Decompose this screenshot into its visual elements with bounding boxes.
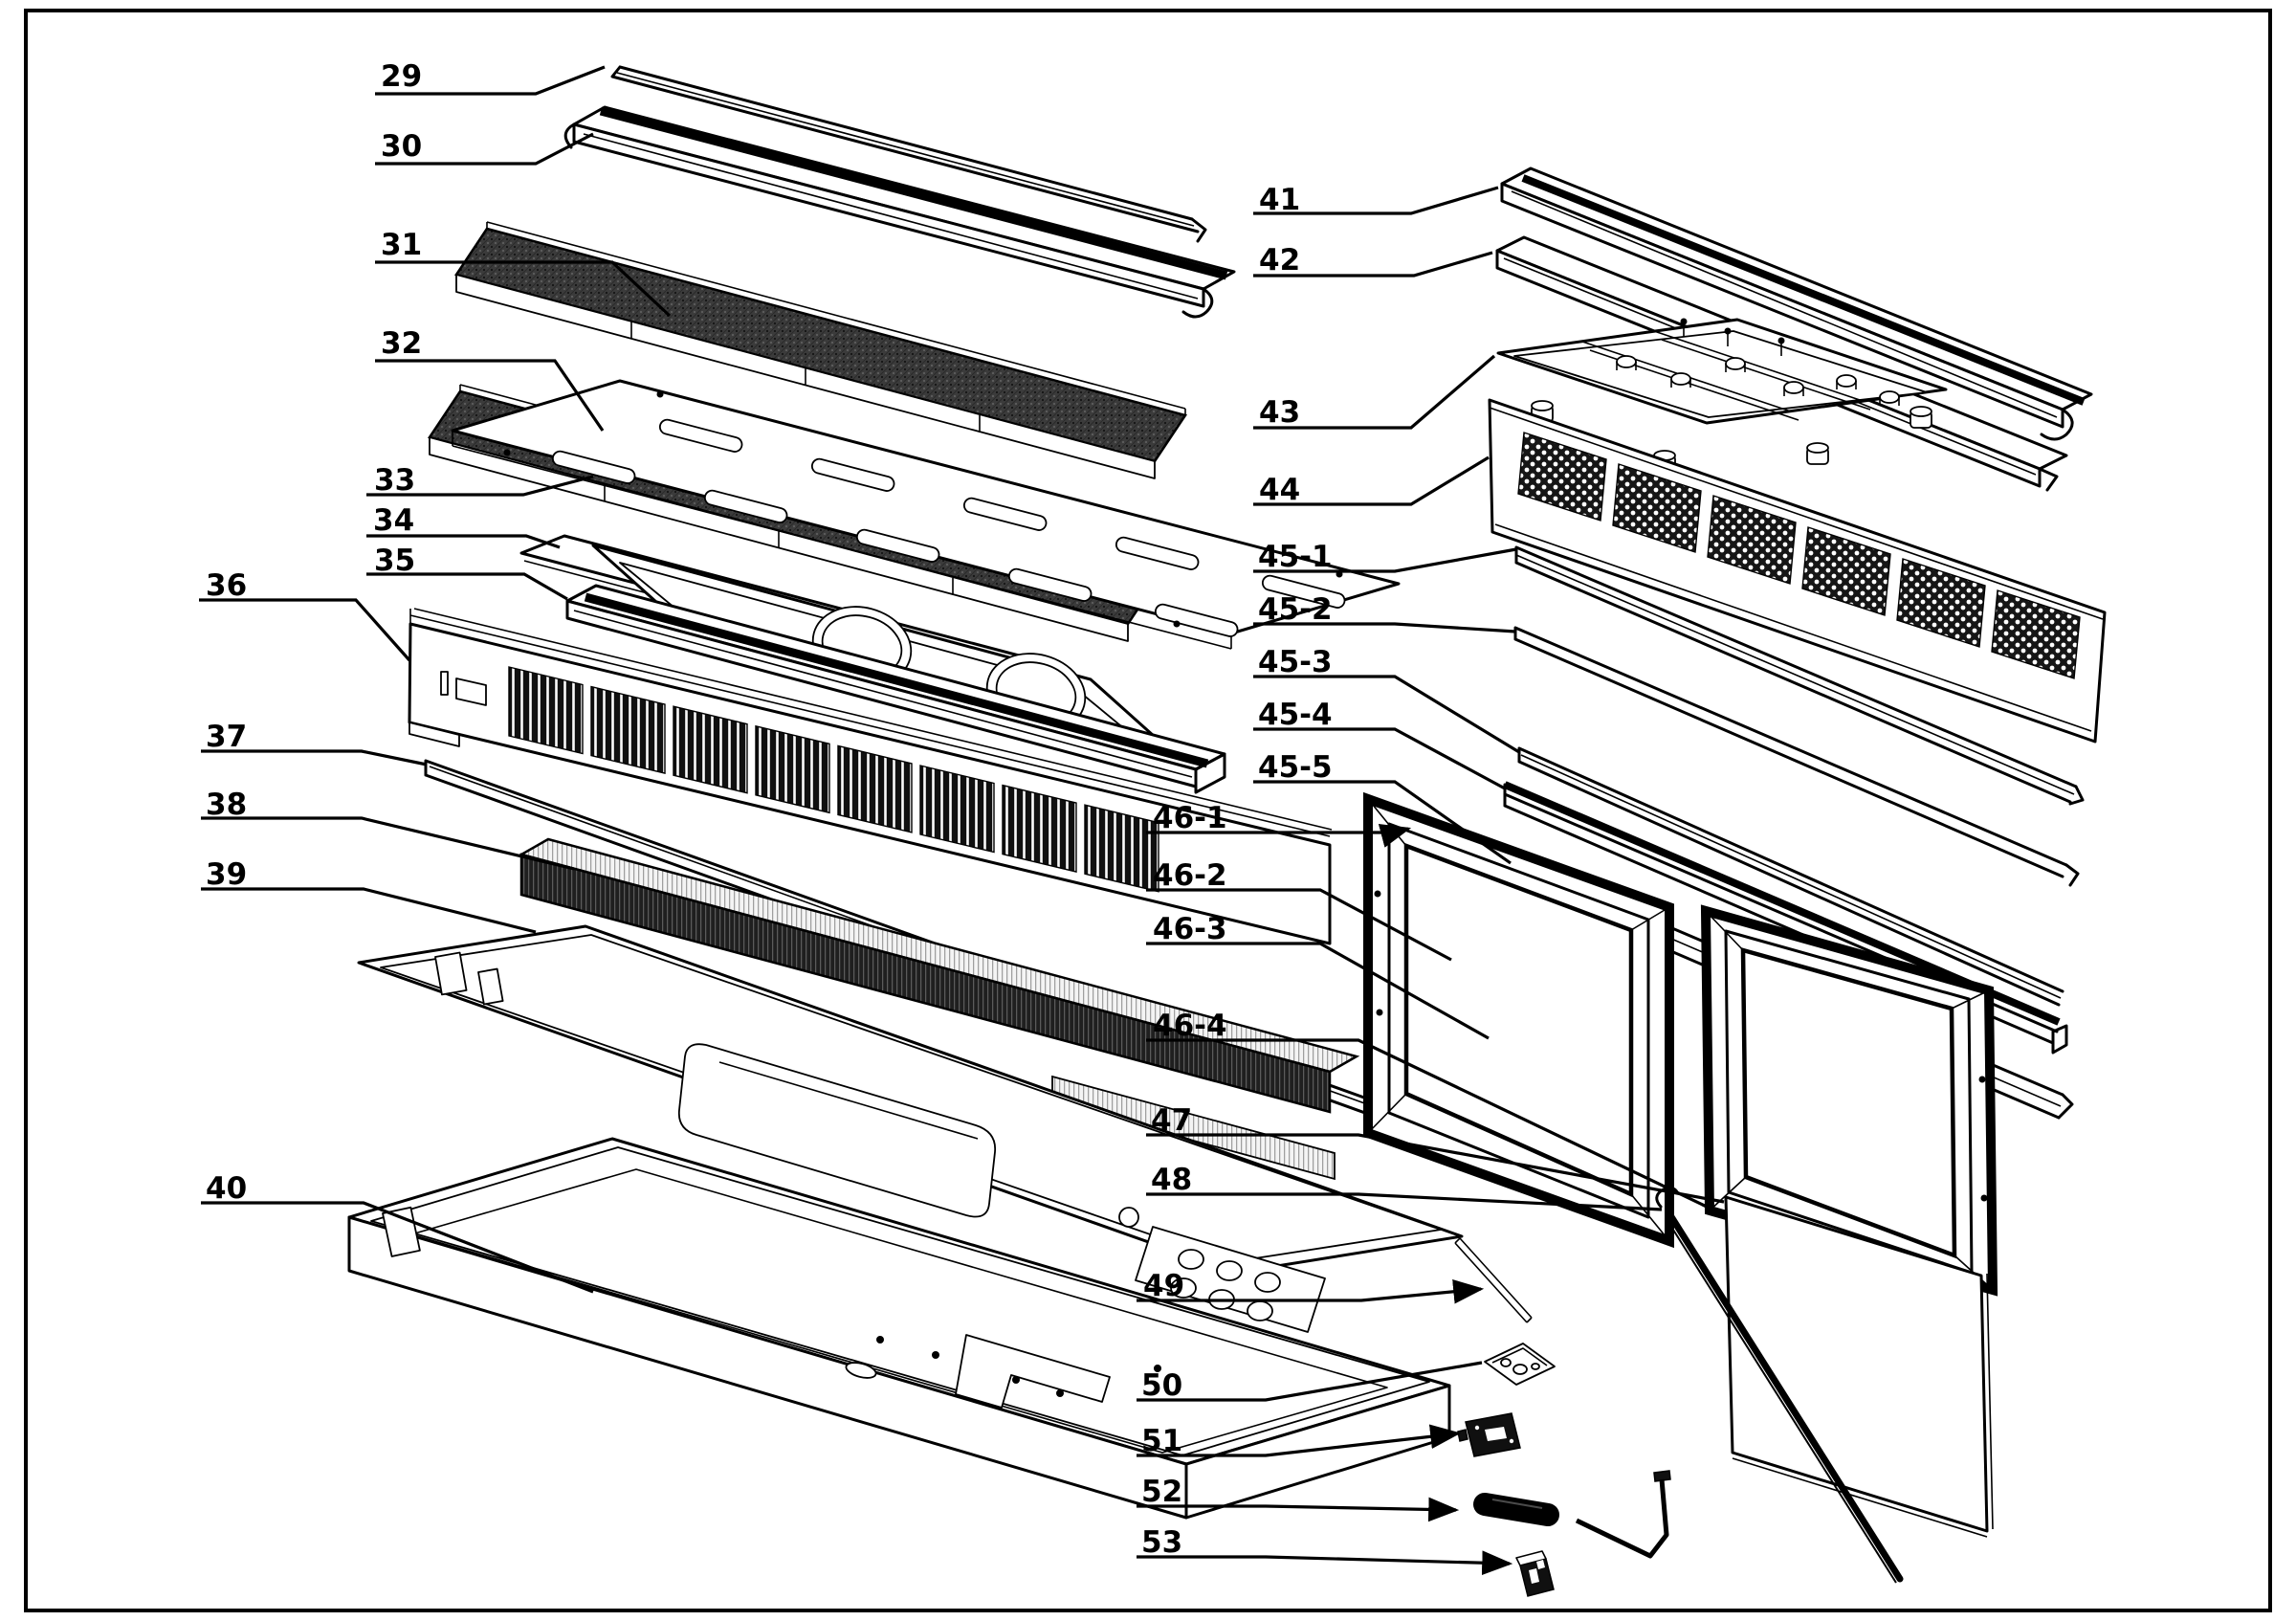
- part-label-33: 33: [374, 463, 415, 498]
- part-44-perforated-panel: [1488, 398, 2107, 744]
- part-39-tray-frame: [357, 924, 1464, 1333]
- leader-36: [199, 598, 411, 662]
- leader-39: [201, 887, 537, 934]
- tray-dome-cover: [677, 1043, 997, 1218]
- leader-53: [1137, 1550, 1513, 1576]
- part-53-connector: [1515, 1550, 1555, 1597]
- leader-43: [1253, 354, 1496, 430]
- part-label-30: 30: [381, 129, 422, 164]
- part-label-41: 41: [1259, 183, 1300, 217]
- part-label-34: 34: [373, 503, 414, 538]
- leader-30: [375, 132, 594, 166]
- panel-display-window: [455, 677, 487, 706]
- leader-48: [1146, 1192, 1663, 1211]
- part-label-43: 43: [1259, 395, 1300, 430]
- part-label-46-1: 46-1: [1153, 801, 1227, 835]
- leader-47: [1146, 1133, 1725, 1204]
- part-label-52: 52: [1141, 1475, 1182, 1509]
- part-label-50: 50: [1141, 1368, 1182, 1403]
- part-36-front-panel: [408, 608, 1333, 945]
- leader-52: [1137, 1497, 1460, 1522]
- figure-border: [24, 9, 2272, 1612]
- part-label-29: 29: [381, 59, 422, 94]
- part-52-igniter-tube: [1473, 1470, 1671, 1559]
- leader-46-1: [1146, 824, 1412, 848]
- labels-and-leaders: 29 30 31 32 33 34 35 36 37 38 39 40 41 4…: [199, 59, 1725, 1576]
- part-label-35: 35: [374, 544, 415, 578]
- leader-45-2: [1253, 622, 1516, 633]
- vent-blocks: [508, 666, 1159, 893]
- leader-51: [1137, 1424, 1462, 1457]
- leader-45-3: [1253, 675, 1520, 754]
- leader-45-1: [1253, 547, 1517, 573]
- part-38-filter: [518, 837, 1360, 1181]
- leader-45-5: [1253, 780, 1512, 865]
- part-label-45-3: 45-3: [1258, 645, 1333, 679]
- leader-41: [1253, 186, 1499, 215]
- part-45-3-rail: [1517, 746, 2064, 1007]
- leader-44: [1253, 455, 1490, 506]
- part-label-39: 39: [206, 857, 247, 892]
- part-35-channel-rail: [565, 584, 1226, 794]
- part-label-45-4: 45-4: [1258, 698, 1333, 732]
- part-50-hinge-plate: [1484, 1343, 1556, 1386]
- leader-31: [375, 260, 672, 318]
- part-label-45-2: 45-2: [1258, 592, 1333, 627]
- part-30-top-rail: [563, 105, 1236, 319]
- part-label-51: 51: [1141, 1424, 1182, 1458]
- leader-45-4: [1253, 727, 1506, 790]
- leader-49: [1137, 1279, 1485, 1304]
- leader-38: [201, 816, 575, 871]
- part-label-47: 47: [1151, 1103, 1192, 1138]
- burner-valves: [1616, 355, 1900, 406]
- part-29-trim-strip: [610, 65, 1207, 243]
- part-41-rear-rail: [1500, 167, 2093, 441]
- part-label-46-2: 46-2: [1153, 858, 1227, 893]
- part-label-44: 44: [1259, 473, 1300, 507]
- leader-46-4: [1146, 1038, 1710, 1210]
- part-33-slotted-panel: [451, 379, 1401, 650]
- part-label-53: 53: [1141, 1525, 1182, 1560]
- part-label-40: 40: [206, 1171, 247, 1206]
- leader-50: [1137, 1361, 1483, 1402]
- part-label-37: 37: [206, 720, 247, 754]
- part-label-49: 49: [1143, 1269, 1184, 1303]
- part-51-thermostat-box: [1457, 1412, 1521, 1457]
- leader-32: [375, 359, 605, 432]
- part-43-burner-frame: [1496, 318, 1948, 473]
- panel-slots: [551, 418, 1346, 637]
- leader-42: [1253, 251, 1493, 278]
- leader-46-2: [1146, 888, 1452, 962]
- part-49-rod: [1454, 1237, 1533, 1323]
- part-45-2-rail: [1513, 626, 2080, 887]
- part-label-31: 31: [381, 228, 422, 262]
- part-label-42: 42: [1259, 243, 1300, 278]
- leader-29: [375, 65, 606, 96]
- burner-manifold-6holes: [1135, 1226, 1326, 1333]
- tray-bracket: [955, 1334, 1111, 1409]
- leader-46-3: [1146, 942, 1490, 1040]
- part-47-glass-panel: [1724, 1195, 1994, 1538]
- part-label-48: 48: [1151, 1163, 1192, 1197]
- leader-34: [366, 534, 561, 549]
- part-label-46-4: 46-4: [1153, 1009, 1227, 1043]
- leader-33: [366, 475, 594, 497]
- part-label-36: 36: [206, 568, 247, 603]
- part-label-45-5: 45-5: [1258, 750, 1333, 785]
- perforation-blocks: [1517, 432, 2081, 679]
- part-40-bottom-tray: [347, 1137, 1451, 1520]
- part-label-38: 38: [206, 788, 247, 822]
- part-label-46-3: 46-3: [1153, 912, 1227, 946]
- part-46-left-door: [1363, 791, 1674, 1249]
- panel-slot-indicator: [440, 671, 449, 696]
- leader-40: [201, 1201, 594, 1294]
- leader-35: [366, 572, 568, 601]
- part-label-45-1: 45-1: [1258, 540, 1333, 574]
- part-label-32: 32: [381, 326, 422, 361]
- frame-feet: [1531, 400, 1932, 473]
- leader-37: [201, 749, 428, 766]
